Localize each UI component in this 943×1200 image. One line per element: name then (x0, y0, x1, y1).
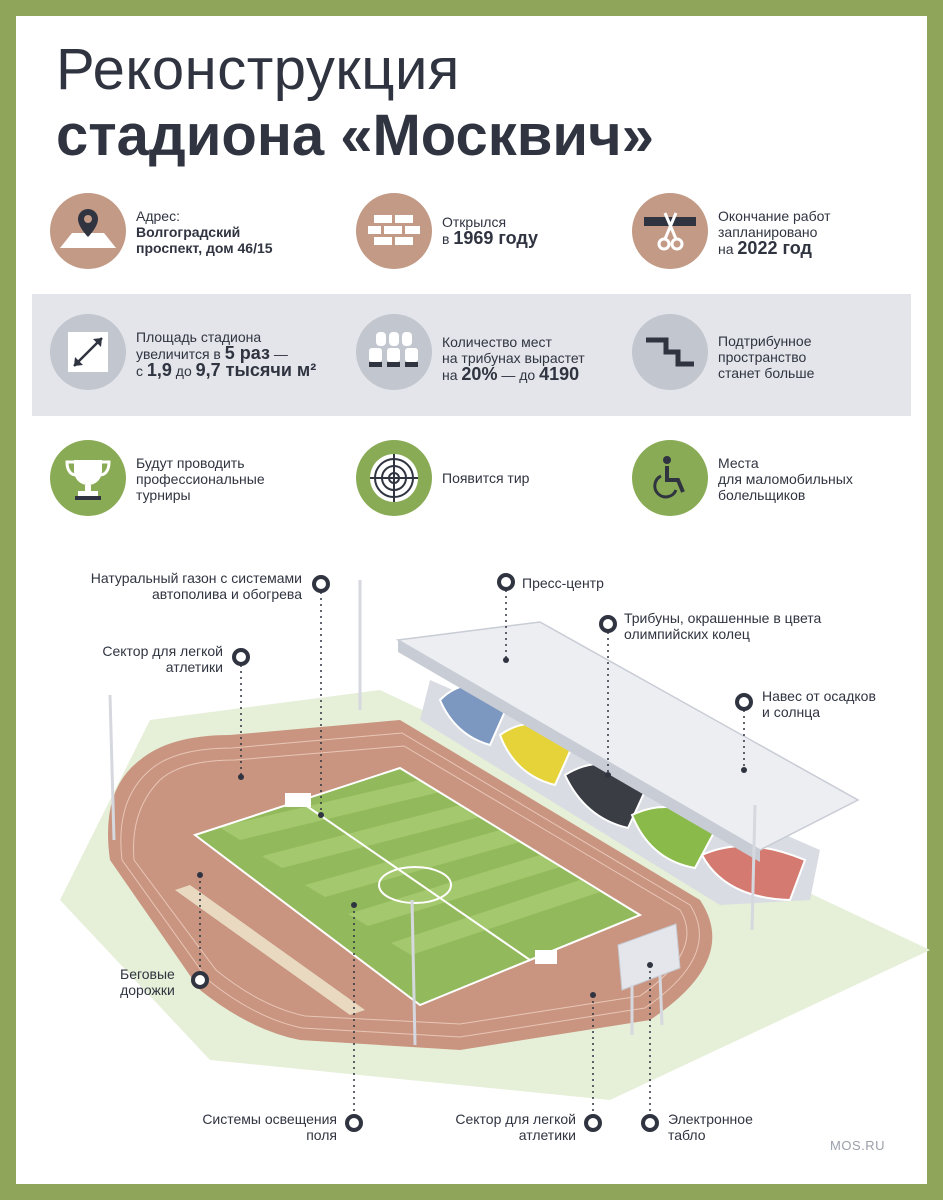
callout-lighting: Системы освещения поля (202, 1111, 337, 1143)
stands-line-1: Трибуны, окрашенные в цвета (624, 610, 822, 626)
callout-lawn: Натуральный газон с системами автополива… (91, 570, 302, 602)
athletics-top-line-2: атлетики (165, 659, 223, 675)
athletics-bottom-line-2: атлетики (518, 1127, 576, 1143)
callout-athletics-bottom: Сектор для легкой атлетики (455, 1111, 576, 1143)
stadium-illustration (60, 573, 930, 1132)
tracks-line-2: дорожки (120, 982, 175, 998)
area-mid3: до (171, 363, 196, 379)
opened-line-1: Открылся (442, 214, 507, 230)
scoreboard-line-1: Электронное (668, 1111, 753, 1127)
area-pre3: с (136, 363, 147, 379)
opened-pre: в (442, 231, 454, 247)
title-line-2: стадиона «Москвич» (56, 103, 654, 168)
stands-line-2: олимпийских колец (624, 626, 750, 642)
tournaments-line-2: профессиональные (136, 471, 265, 487)
tournaments-line-3: турниры (136, 487, 191, 503)
football-field (195, 768, 640, 1005)
seats-line-2: на трибунах вырастет (442, 350, 585, 366)
target-icon (356, 440, 432, 516)
understand-line-3: станет больше (718, 365, 815, 381)
seats-pre3: на (442, 367, 462, 383)
understand-line-2: пространство (718, 349, 807, 365)
canopy-line-2: и солнца (762, 704, 821, 720)
canopy-line-1: Навес от осадков (762, 688, 876, 704)
tournaments-line-1: Будут проводить (136, 455, 245, 471)
area-times: 5 раз (224, 343, 270, 363)
area-post2: — (269, 346, 288, 362)
seats-total: 4190 (539, 364, 580, 384)
title-line-1: Реконструкция (56, 37, 460, 102)
accessible-line-2: для маломобильных (718, 471, 853, 487)
stairs-icon (632, 314, 708, 390)
stadium-seats-icon (356, 314, 432, 390)
lawn-line-2: автополива и обогрева (151, 586, 302, 602)
area-to: 9,7 тысячи м² (195, 360, 317, 380)
press-line-1: Пресс-центр (522, 575, 604, 591)
athletics-top-line-1: Сектор для легкой (102, 643, 223, 659)
callout-canopy: Навес от осадков и солнца (762, 688, 876, 720)
callout-athletics-top: Сектор для легкой атлетики (102, 643, 223, 675)
wheelchair-icon (632, 440, 708, 516)
address-line-1: Волгоградский (136, 224, 241, 240)
address-line-2: проспект, дом 46/15 (136, 240, 273, 256)
area-from: 1,9 (146, 360, 172, 380)
lighting-line-1: Системы освещения (202, 1111, 337, 1127)
completion-pre: на (718, 241, 738, 257)
goal-top (285, 793, 311, 807)
feature-address: Адрес: Волгоградский проспект, дом 46/15 (136, 208, 273, 256)
feature-band (32, 294, 911, 416)
accessible-line-1: Места (718, 455, 759, 471)
accessible-line-3: болельщиков (718, 487, 806, 503)
scoreboard-line-2: табло (668, 1127, 706, 1143)
source-credit: MOS.RU (830, 1138, 885, 1153)
lighting-line-2: поля (306, 1127, 337, 1143)
area-line-1: Площадь стадиона (136, 329, 262, 345)
tracks-line-1: Беговые (120, 966, 175, 982)
seats-percent: 20% (461, 364, 498, 384)
area-expand-icon (50, 314, 126, 390)
feature-accessible: Места для маломобильных болельщиков (718, 455, 853, 503)
feature-understand: Подтрибунное пространство станет больше (718, 333, 814, 381)
completion-line-2: запланировано (718, 224, 818, 240)
callout-tracks: Беговые дорожки (120, 966, 175, 998)
callout-scoreboard: Электронное табло (668, 1111, 753, 1143)
ribbon-scissors-icon (632, 193, 708, 269)
lawn-line-1: Натуральный газон с системами (90, 570, 302, 586)
shooting-line-1: Появится тир (442, 470, 530, 486)
brick-wall-icon (356, 193, 432, 269)
feature-seats: Количество мест на трибунах вырастет на … (442, 334, 585, 383)
address-label: Адрес: (136, 208, 180, 224)
map-pin-icon (50, 193, 126, 269)
feature-opened: Открылся в 1969 году (442, 214, 538, 247)
feature-completion: Окончание работ запланировано на 2022 го… (718, 208, 830, 257)
callout-press: Пресс-центр (522, 575, 604, 591)
completion-line-1: Окончание работ (718, 208, 831, 224)
seats-mid3: — до (497, 367, 540, 383)
seats-line-1: Количество мест (442, 334, 552, 350)
completion-year: 2022 год (737, 238, 812, 258)
jump-sector (175, 885, 365, 1015)
feature-shooting: Появится тир (442, 470, 529, 486)
trophy-icon (50, 440, 126, 516)
feature-area: Площадь стадиона увеличится в 5 раз — с … (136, 329, 316, 379)
athletics-bottom-line-1: Сектор для легкой (455, 1111, 576, 1127)
area-pre2: увеличится в (136, 346, 225, 362)
understand-line-1: Подтрибунное (718, 333, 812, 349)
scoreboard (617, 923, 681, 1035)
opened-year: 1969 году (453, 228, 539, 248)
feature-tournaments: Будут проводить профессиональные турниры (136, 455, 265, 503)
callout-stands: Трибуны, окрашенные в цвета олимпийских … (624, 610, 821, 642)
goal-bottom (535, 950, 557, 964)
